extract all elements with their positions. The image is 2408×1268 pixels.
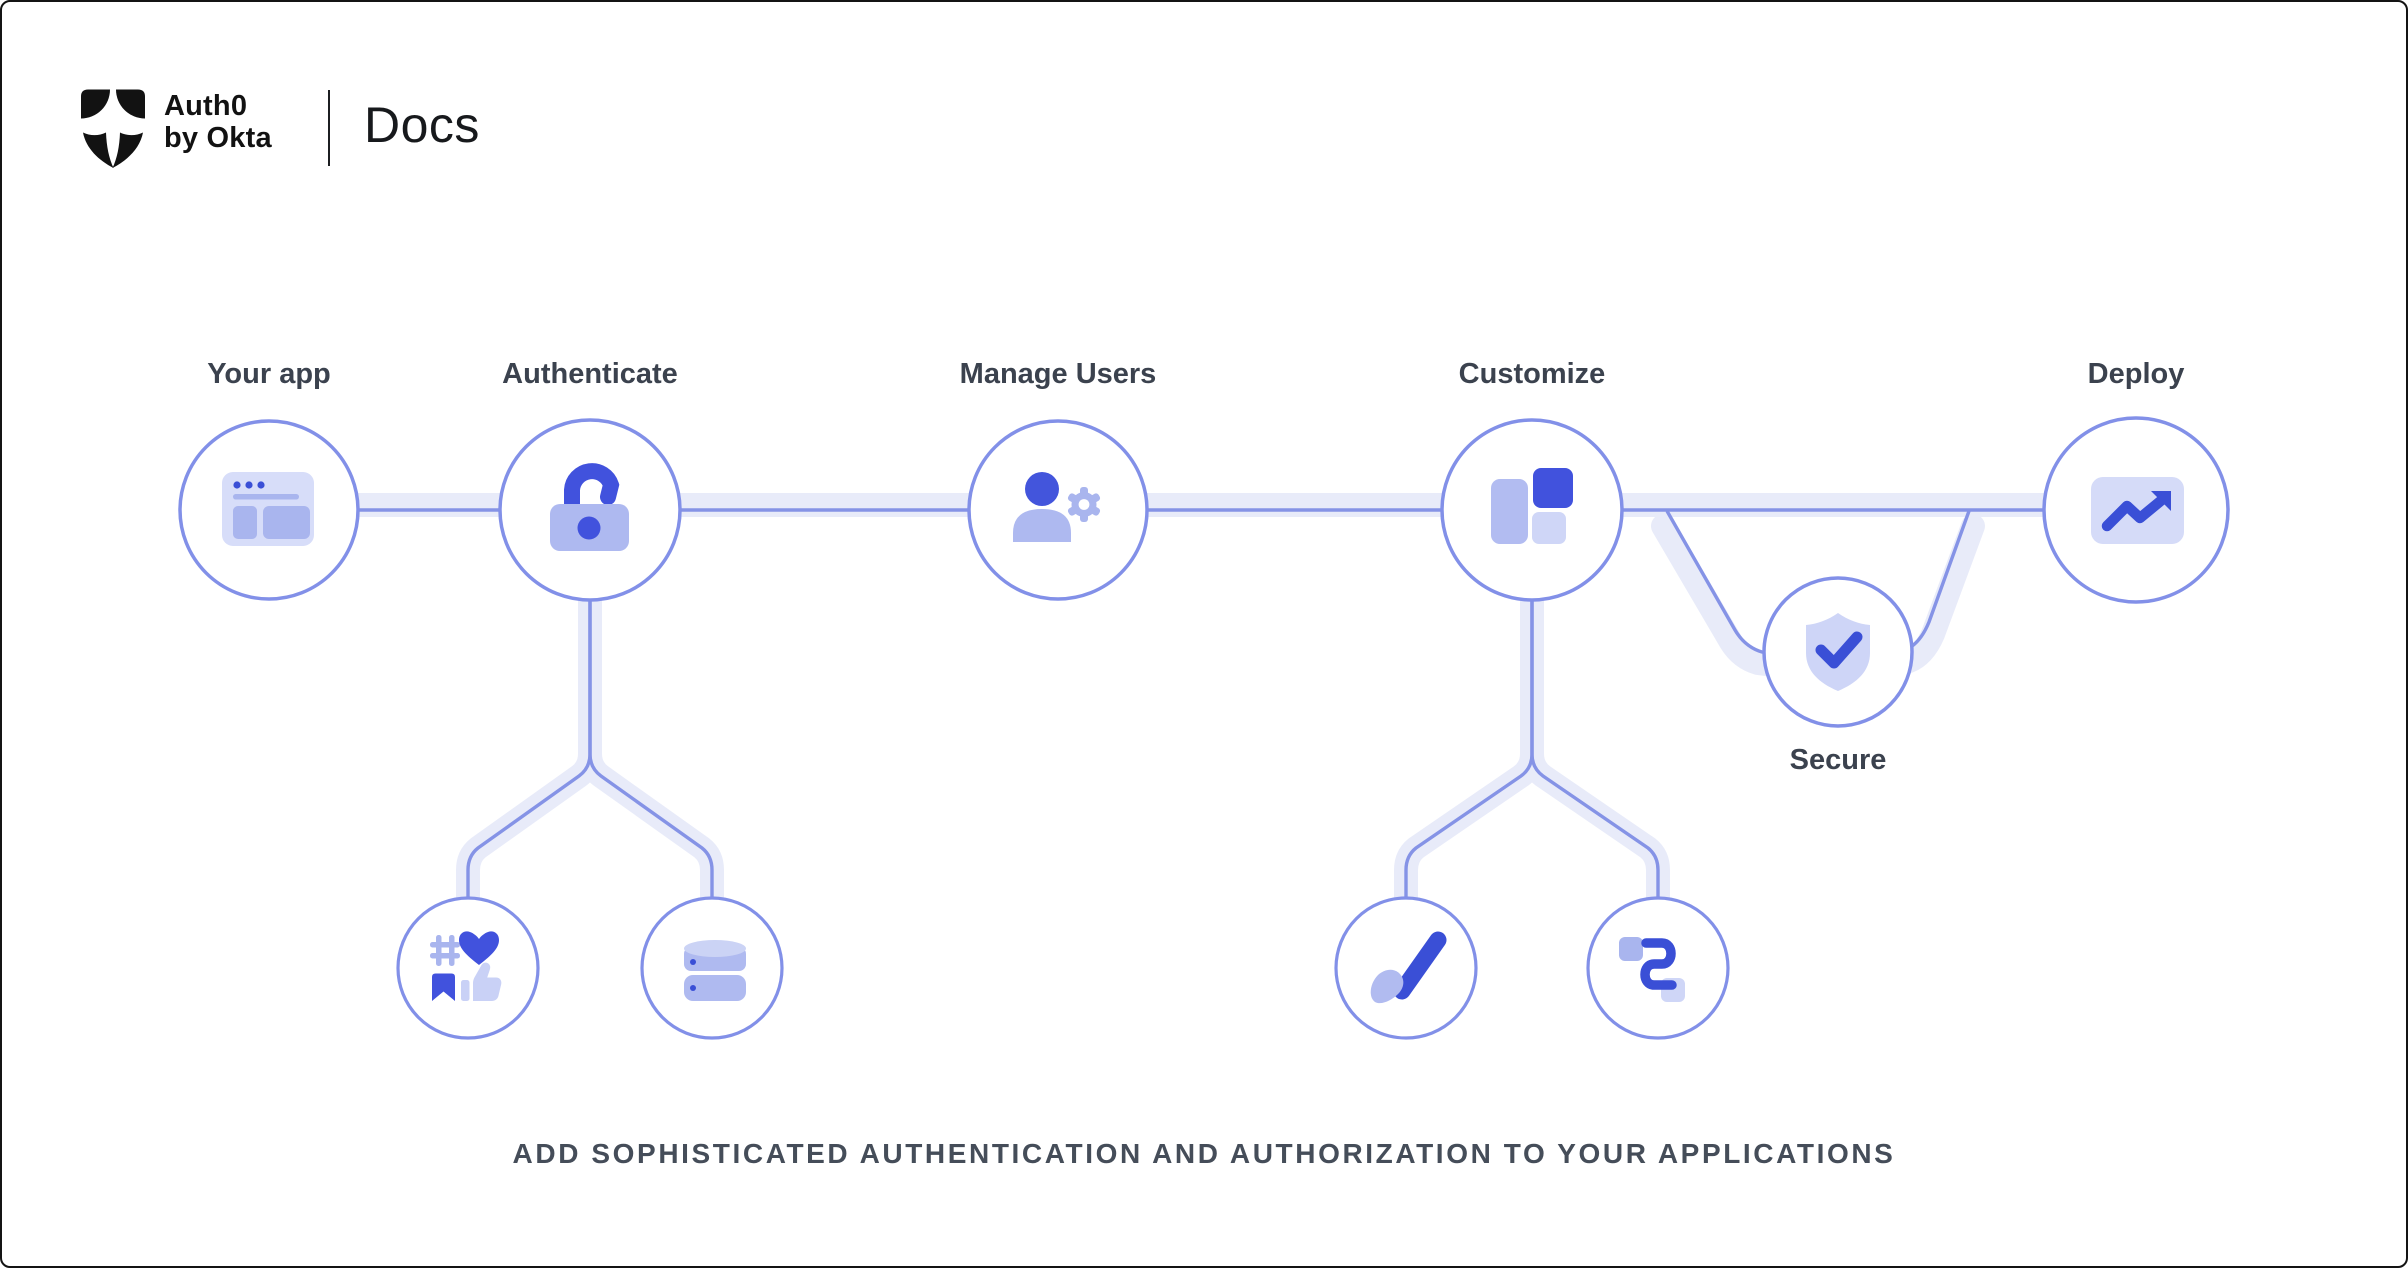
social-engagement-icon	[430, 931, 502, 1001]
hashtag-glyph	[430, 935, 460, 966]
node-branding	[1334, 896, 1478, 1040]
database-icon	[684, 940, 746, 1001]
trending-up-chart-icon	[2091, 477, 2184, 544]
layout-blocks-icon	[1491, 468, 1573, 544]
label-authenticate: Authenticate	[502, 358, 678, 390]
shield-check-icon	[1806, 613, 1870, 691]
label-secure: Secure	[1789, 744, 1887, 776]
bookmark-glyph	[432, 973, 455, 1001]
node-customize	[1440, 418, 1624, 602]
thumbs-up-glyph	[461, 962, 502, 1001]
browser-window-icon	[222, 472, 314, 546]
header: Auth0 by Okta Docs	[2, 2, 2406, 222]
caption: ADD SOPHISTICATED AUTHENTICATION AND AUT…	[512, 1138, 1896, 1169]
logo-divider	[328, 90, 330, 166]
auth0-shield-logo[interactable]	[80, 88, 146, 172]
label-your-app: Your app	[207, 358, 331, 390]
brand-line-1: Auth0	[164, 90, 248, 122]
workflow-icon	[1619, 937, 1685, 1002]
node-social	[396, 896, 540, 1040]
product-title[interactable]: Docs	[364, 97, 480, 153]
brand-line-2: by Okta	[164, 122, 272, 154]
unlock-icon	[550, 463, 629, 551]
user-gear-icon	[1013, 472, 1101, 542]
paintbrush-icon	[1370, 931, 1447, 1004]
gear-icon	[1067, 487, 1101, 522]
heart-glyph	[459, 931, 499, 965]
label-customize: Customize	[1458, 358, 1606, 390]
brand-wordmark[interactable]: Auth0 by Okta	[164, 90, 272, 154]
node-manage-users	[967, 419, 1149, 601]
label-deploy: Deploy	[2087, 358, 2185, 390]
label-manage-users: Manage Users	[959, 358, 1157, 390]
